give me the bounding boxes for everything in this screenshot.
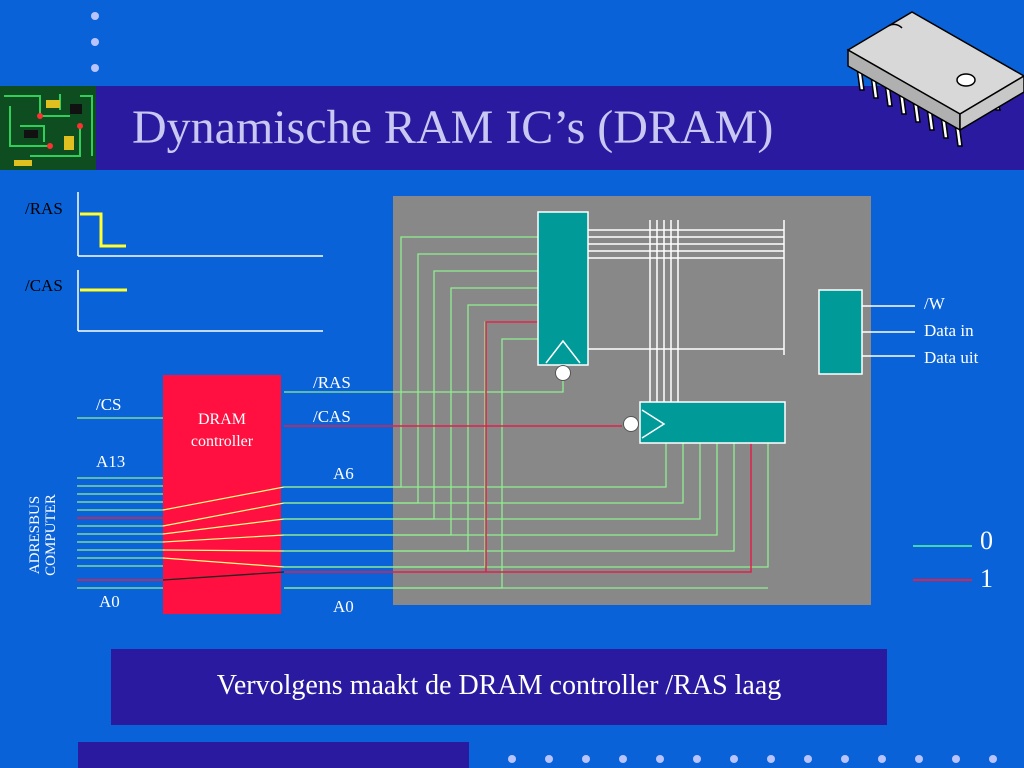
bullet-dot bbox=[730, 755, 738, 763]
column-address-wires bbox=[284, 443, 769, 589]
bullet-dot bbox=[91, 38, 99, 46]
row-decoder bbox=[537, 211, 589, 366]
bullet-dot bbox=[841, 755, 849, 763]
bullet-dot bbox=[804, 755, 812, 763]
column-address-high-wire bbox=[284, 443, 752, 573]
bottom-bar bbox=[78, 742, 469, 768]
legend-one-label: 1 bbox=[980, 564, 993, 593]
bullet-dot bbox=[656, 755, 664, 763]
bullet-dot bbox=[508, 755, 516, 763]
cas-output-label: /CAS bbox=[313, 407, 351, 426]
title-band bbox=[0, 86, 1024, 170]
column-clock-bubble bbox=[623, 416, 639, 432]
ras-output-label: /RAS bbox=[313, 373, 351, 392]
bullet-dot bbox=[91, 12, 99, 20]
memory-array-rows bbox=[588, 220, 785, 355]
column-decoder bbox=[639, 401, 786, 444]
address-bus-label: ADRESBUS COMPUTER bbox=[27, 483, 59, 587]
bullet-dot bbox=[915, 755, 923, 763]
bullet-dot bbox=[693, 755, 701, 763]
bullet-dot bbox=[878, 755, 886, 763]
a6-label: A6 bbox=[333, 464, 354, 483]
dram-controller-line2: controller bbox=[190, 433, 254, 451]
controller-high-path bbox=[162, 571, 285, 581]
caption-box: Vervolgens maakt de DRAM controller /RAS… bbox=[111, 649, 887, 725]
data-io-block bbox=[818, 289, 863, 375]
bullet-dot bbox=[582, 755, 590, 763]
ras-timing-axis bbox=[77, 192, 323, 257]
dram-controller-label: DRAM controller bbox=[164, 409, 280, 454]
pcb-image bbox=[0, 86, 96, 170]
address-bus-lines bbox=[77, 417, 163, 589]
dram-controller bbox=[163, 375, 281, 614]
timing-cas-label: /CAS bbox=[25, 276, 63, 295]
cs-label: /CS bbox=[96, 395, 122, 414]
row-clock-bubble bbox=[555, 365, 571, 381]
w-label: /W bbox=[924, 294, 945, 313]
a13-label: A13 bbox=[96, 452, 126, 471]
dram-controller-line1: DRAM bbox=[197, 411, 246, 428]
a0-output-label: A0 bbox=[333, 597, 354, 616]
row-clock-triangle bbox=[545, 339, 581, 364]
legend-zero-label: 0 bbox=[980, 526, 993, 555]
data-out-label: Data uit bbox=[924, 348, 979, 367]
memory-chip-area bbox=[393, 196, 871, 605]
address-bus-line1: ADRESBUS bbox=[27, 495, 43, 575]
data-lines bbox=[862, 305, 915, 357]
slide-title: Dynamische RAM IC’s (DRAM) bbox=[132, 101, 774, 154]
bullet-dot bbox=[545, 755, 553, 763]
bullet-dot bbox=[91, 64, 99, 72]
column-clock-triangle bbox=[641, 409, 666, 439]
address-bus-line2: COMPUTER bbox=[43, 494, 59, 576]
timing-diagram bbox=[77, 192, 323, 332]
timing-ras-label: /RAS bbox=[25, 199, 63, 218]
address-bus-high-lines bbox=[77, 517, 163, 581]
cas-timing-axis bbox=[77, 270, 323, 332]
bullet-dot bbox=[952, 755, 960, 763]
ras-timing-signal bbox=[80, 212, 126, 248]
slide-caption: Vervolgens maakt de DRAM controller /RAS… bbox=[216, 670, 782, 701]
ras-wire bbox=[284, 380, 564, 393]
row-address-high-wire bbox=[485, 321, 538, 572]
a0-input-label: A0 bbox=[99, 592, 120, 611]
legend-lines bbox=[913, 545, 972, 581]
bullet-dot bbox=[619, 755, 627, 763]
data-in-label: Data in bbox=[924, 321, 974, 340]
memory-array-columns bbox=[649, 220, 679, 402]
bullet-dot bbox=[767, 755, 775, 763]
controller-address-mux bbox=[162, 486, 285, 568]
bullet-dot bbox=[989, 755, 997, 763]
ic-chip-image bbox=[846, 11, 1024, 147]
